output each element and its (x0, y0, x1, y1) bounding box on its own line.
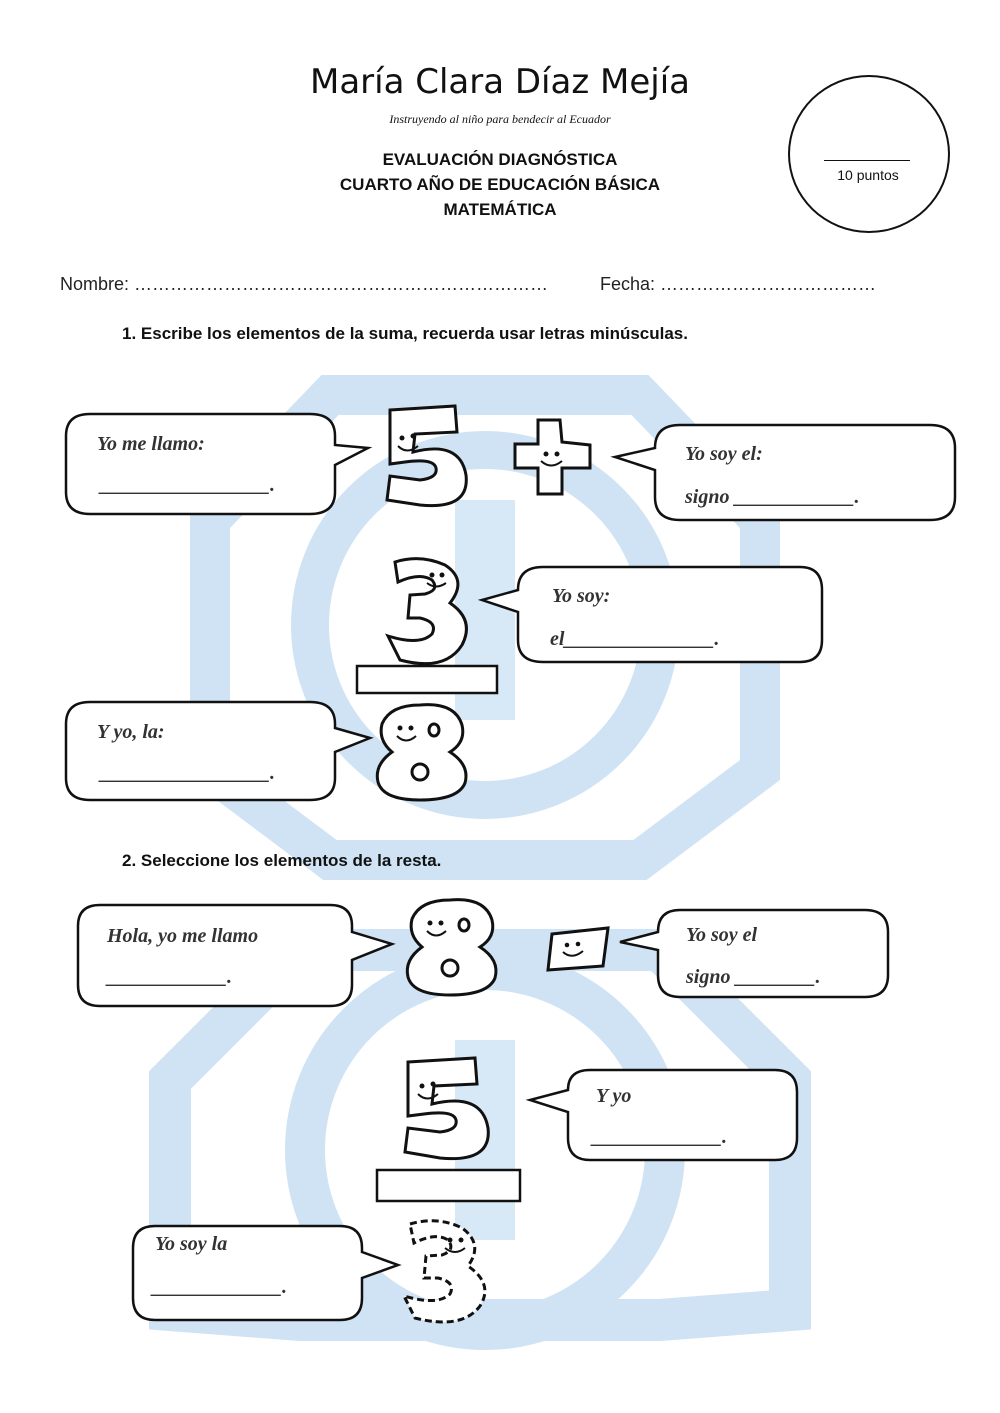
bubble-q2-a-blank[interactable]: ____________. (107, 966, 232, 988)
number-8-q1 (375, 703, 468, 802)
bubble-q1-b-blank[interactable]: signo ____________. (685, 486, 860, 508)
school-motto: Instruyendo al niño para bendecir al Ecu… (389, 112, 611, 126)
score-blank[interactable] (824, 160, 910, 161)
number-5-q1 (385, 404, 468, 508)
bubble-q1-d-text: Y yo, la: (97, 721, 165, 743)
number-3-q2 (401, 1219, 487, 1324)
number-8-q2 (405, 898, 498, 997)
exam-title: EVALUACIÓN DIAGNÓSTICA (382, 150, 618, 169)
number-3-q1 (385, 557, 468, 666)
minus-sign-q2 (546, 926, 610, 972)
school-name: María Clara Díaz Mejía (310, 62, 690, 102)
bubble-q2-b-text: Yo soy el (686, 924, 758, 946)
plus-sign-q1 (513, 418, 592, 496)
bubble-q2-b (619, 908, 890, 999)
answer-line-q1 (355, 664, 499, 695)
bubble-q1-a (64, 412, 373, 516)
bubble-q2-a (76, 903, 396, 1008)
bubble-q1-c (477, 565, 824, 664)
number-5-q2 (403, 1056, 490, 1161)
bubble-q2-d (131, 1224, 402, 1322)
bubble-q1-b (610, 423, 957, 522)
bubble-q2-b-blank[interactable]: signo ________. (686, 966, 821, 988)
bubble-q2-c-text: Y yo (596, 1085, 632, 1107)
bubble-q2-c-blank[interactable]: _____________. (592, 1126, 727, 1148)
question-2-title: 2. Seleccione los elementos de la resta. (122, 851, 442, 870)
exam-grade: CUARTO AÑO DE EDUCACIÓN BÁSICA (339, 175, 661, 194)
bubble-q2-d-text: Yo soy la (155, 1233, 228, 1255)
name-field[interactable]: Nombre: …………………………………………………………… (60, 274, 549, 294)
bubble-q1-c-text: Yo soy: (552, 585, 611, 607)
score-label: 10 puntos (837, 167, 899, 183)
bubble-q1-a-text: Yo me llamo: (97, 433, 205, 455)
bubble-q2-d-blank[interactable]: _____________. (152, 1276, 287, 1298)
bubble-q2-c (525, 1068, 799, 1162)
answer-line-q2 (375, 1168, 522, 1203)
bubble-q1-d-blank[interactable]: _________________. (100, 762, 275, 784)
exam-subject: MATEMÁTICA (443, 200, 557, 219)
score-circle (788, 75, 950, 233)
question-1-title: 1. Escribe los elementos de la suma, rec… (122, 324, 688, 343)
bubble-q1-a-blank[interactable]: _________________. (100, 474, 275, 496)
bubble-q1-b-text: Yo soy el: (685, 443, 763, 465)
bubble-q1-d (64, 700, 374, 802)
date-field[interactable]: Fecha: ……………………………… (600, 274, 877, 294)
bubble-q1-c-blank[interactable]: el_______________. (550, 628, 720, 650)
bubble-q2-a-text: Hola, yo me llamo (107, 925, 259, 947)
